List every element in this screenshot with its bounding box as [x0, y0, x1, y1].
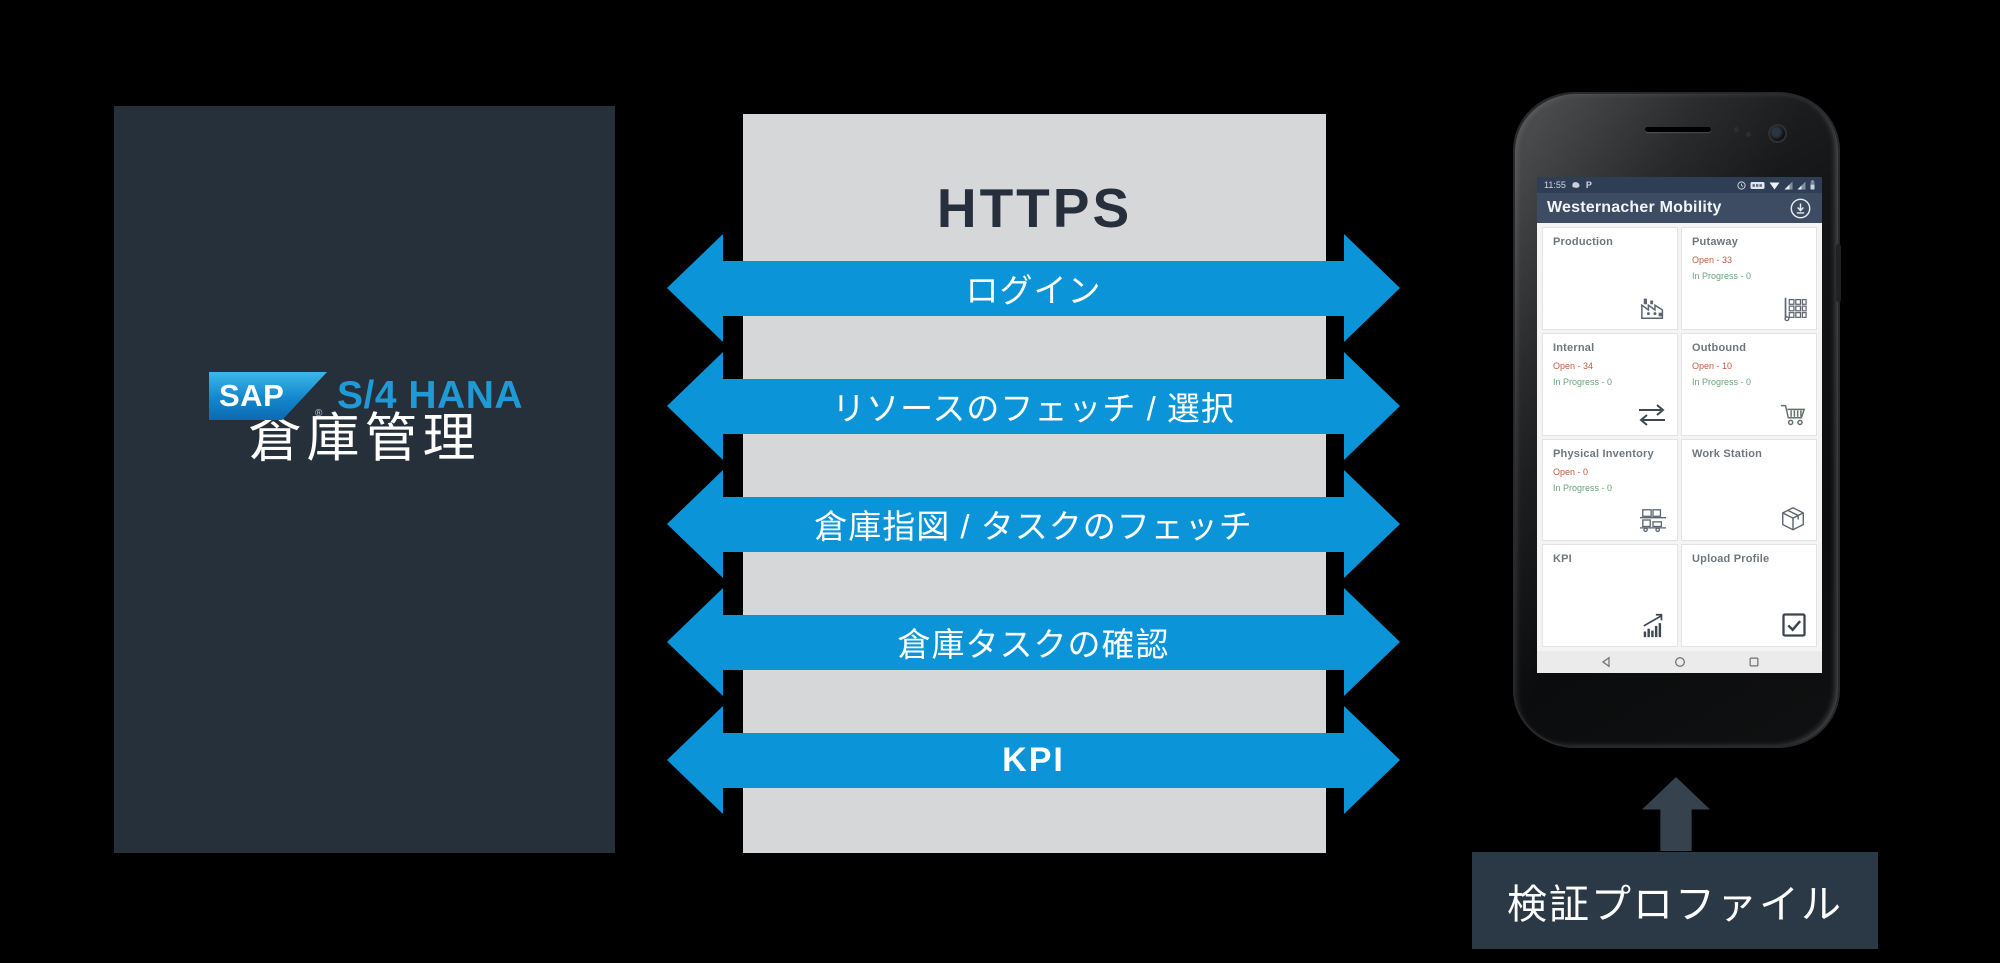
tile-upload-profile[interactable]: Upload Profile: [1681, 544, 1817, 647]
signal-icon: [1784, 181, 1793, 189]
warehouse-management-title: 倉庫管理: [248, 409, 481, 468]
status-bar: 11:55 P: [1537, 177, 1822, 193]
tile-title: Upload Profile: [1692, 553, 1770, 566]
home-icon[interactable]: [1674, 656, 1686, 668]
status-time: 11:55: [1544, 180, 1566, 190]
android-nav-bar: [1537, 651, 1822, 673]
transfer-arrows-icon: [1639, 403, 1665, 426]
tile-title: Work Station: [1692, 447, 1763, 460]
up-arrow-icon: [1642, 777, 1710, 851]
arrow-confirm-task: 倉庫タスクの確認: [667, 588, 1400, 696]
arrowhead-left-icon: [667, 234, 723, 342]
tile-title: Putaway: [1692, 236, 1739, 248]
tile-title: Physical Inventory: [1553, 447, 1654, 460]
phone-screen: 11:55 P: [1537, 177, 1822, 673]
front-camera: [1768, 124, 1787, 143]
arrow-label: 倉庫タスクの確認: [897, 626, 1170, 663]
arrow-fetch-warehouse-order: 倉庫指図 / タスクのフェッチ: [667, 470, 1400, 578]
https-panel: HTTPS: [743, 114, 1326, 853]
arrow-label: ログイン: [965, 272, 1102, 309]
proximity-sensor: [1746, 132, 1751, 137]
pallet-rack-icon: [1784, 297, 1807, 322]
inventory-shelf-icon: [1640, 509, 1666, 533]
sap-s4hana-logo: SAP ® S/4 HANA: [209, 372, 529, 420]
arrowhead-left-icon: [667, 470, 723, 578]
arrowhead-left-icon: [667, 706, 723, 814]
arrowhead-right-icon: [1344, 470, 1400, 578]
verification-profile-label: 検証プロファイル: [1507, 882, 1843, 927]
arrowhead-right-icon: [1344, 588, 1400, 696]
tile-progress-count: In Progress - 0: [1553, 482, 1613, 493]
notification-icon: [1572, 182, 1580, 188]
checkbox-icon: [1782, 613, 1806, 637]
verification-profile-box: 検証プロファイル: [1472, 852, 1878, 949]
tile-physical-inventory[interactable]: Physical Inventory Open - 0 In Progress …: [1542, 438, 1678, 542]
wifi-icon: [1769, 182, 1780, 189]
arrowhead-left-icon: [667, 352, 723, 460]
tile-putaway[interactable]: Putaway Open - 33 In Progress - 0: [1681, 227, 1817, 330]
arrow-label: リソースのフェッチ / 選択: [832, 390, 1235, 427]
app-header: Westernacher Mobility: [1537, 193, 1822, 223]
arrowhead-right-icon: [1344, 234, 1400, 342]
kpi-chart-icon: [1643, 613, 1663, 638]
tile-production[interactable]: Production: [1542, 227, 1678, 330]
package-box-icon: [1782, 507, 1804, 531]
proximity-sensor: [1734, 127, 1739, 132]
clock-icon: [1737, 180, 1746, 190]
tile-kpi[interactable]: KPI: [1542, 544, 1678, 647]
tile-open-count: Open - 0: [1553, 466, 1589, 477]
back-icon[interactable]: [1600, 656, 1612, 668]
earpiece-speaker: [1645, 127, 1711, 132]
tile-title: Production: [1553, 236, 1614, 248]
signal-icon: [1797, 181, 1806, 189]
tile-open-count: Open - 33: [1692, 255, 1733, 265]
tile-progress-count: In Progress - 0: [1692, 376, 1752, 387]
factory-icon: [1641, 298, 1664, 319]
sap-logo-badge: SAP: [209, 372, 327, 420]
volume-button: [1836, 244, 1841, 302]
download-circle-icon[interactable]: [1789, 197, 1812, 220]
arrowhead-right-icon: [1344, 706, 1400, 814]
arrowhead-right-icon: [1344, 352, 1400, 460]
badge-pill-icon: [1750, 181, 1765, 189]
tile-grid: Production Putaway Open - 33: [1537, 223, 1822, 651]
arrow-label: KPI: [1002, 740, 1065, 779]
tile-open-count: Open - 10: [1692, 360, 1733, 371]
tile-title: Outbound: [1692, 341, 1747, 354]
arrow-login: ログイン: [667, 234, 1400, 342]
https-title: HTTPS: [936, 177, 1133, 239]
tile-progress-count: In Progress - 0: [1553, 376, 1613, 387]
registered-trademark-symbol: ®: [315, 408, 323, 419]
tile-open-count: Open - 34: [1553, 360, 1594, 371]
app-title: Westernacher Mobility: [1547, 199, 1722, 216]
warehouse-management-panel: 倉庫管理 SAP ® S/4 HANA: [114, 106, 615, 853]
tile-work-station[interactable]: Work Station: [1681, 438, 1817, 542]
recents-icon[interactable]: [1748, 656, 1760, 668]
tile-internal[interactable]: Internal Open - 34 In Progress - 0: [1542, 332, 1678, 436]
sap-logo-text: SAP: [219, 378, 285, 413]
arrow-kpi: KPI: [667, 706, 1400, 814]
phone-mockup: 11:55 P: [1513, 92, 1841, 748]
tile-title: Internal: [1553, 341, 1595, 354]
tile-title: KPI: [1553, 553, 1572, 566]
tile-progress-count: In Progress - 0: [1692, 271, 1752, 281]
arrow-label: 倉庫指図 / タスクのフェッチ: [814, 508, 1253, 545]
arrowhead-left-icon: [667, 588, 723, 696]
arrow-fetch-resource: リソースのフェッチ / 選択: [667, 352, 1400, 460]
tile-outbound[interactable]: Outbound Open - 10 In Progress - 0: [1681, 332, 1817, 436]
p-badge-icon: P: [1585, 180, 1592, 190]
s4hana-product-name: S/4 HANA: [337, 374, 524, 417]
battery-icon: [1810, 180, 1815, 190]
shopping-cart-icon: [1780, 404, 1806, 425]
